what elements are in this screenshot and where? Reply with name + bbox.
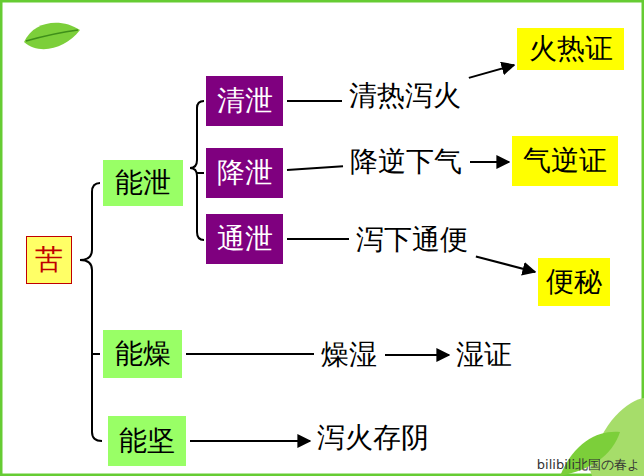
node-text: 泻下通便 [356,223,468,257]
node-text: 能泄 [115,166,171,200]
watermark: bilibili北国の春よ [537,456,640,474]
node-text: 湿证 [456,338,512,372]
connector [470,161,509,163]
text-node: 泻下通便 [352,220,472,260]
leaf-top [24,23,80,49]
text-node: 湿证 [452,335,516,375]
node-text: 便秘 [546,265,602,299]
connector [186,353,314,355]
text-node: 泻火存阴 [313,418,433,458]
box-node: 通泄 [206,214,283,264]
node-text: 苦 [35,243,63,277]
node-text: 清泄 [217,84,273,118]
node-text: 能燥 [115,337,171,371]
node-text: 燥湿 [321,338,377,372]
box-node: 苦 [26,236,72,284]
node-text: 降泄 [217,156,273,190]
node-text: 降逆下气 [350,145,462,179]
node-text: 火热证 [529,32,613,66]
connector [190,440,310,442]
text-node: 降逆下气 [346,142,466,182]
box-node: 火热证 [517,28,624,70]
box-node: 气逆证 [512,136,618,186]
connector [385,354,449,356]
brace [80,101,204,441]
node-text: 泻火存阴 [317,421,429,455]
text-node: 清热泻火 [345,76,465,116]
connector [287,166,343,170]
text-node: 燥湿 [317,335,381,375]
connector [287,238,349,240]
box-node: 能坚 [108,416,186,466]
connector [469,65,514,78]
box-node: 清泄 [206,76,283,126]
box-node: 能泄 [103,160,183,206]
box-node: 降泄 [206,148,283,198]
connector [287,100,342,102]
node-text: 气逆证 [523,144,607,178]
node-text: 能坚 [119,424,175,458]
box-node: 便秘 [538,258,610,306]
connector [476,257,535,272]
node-text: 通泄 [217,222,273,256]
box-node: 能燥 [103,330,182,378]
node-text: 清热泻火 [349,79,461,113]
